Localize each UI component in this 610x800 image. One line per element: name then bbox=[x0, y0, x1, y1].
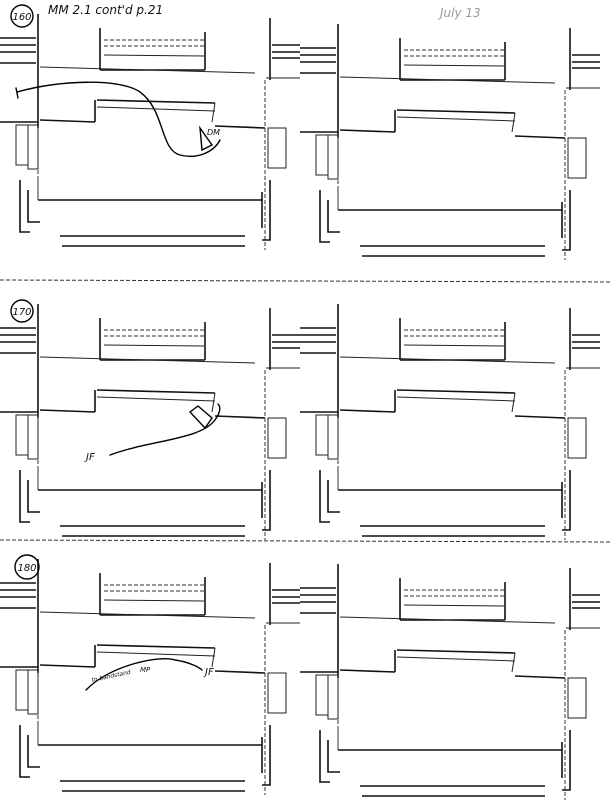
row-divider bbox=[0, 539, 610, 543]
actor-marker bbox=[199, 125, 214, 152]
actor-label: JF bbox=[84, 452, 95, 463]
stage-plan-panel-4 bbox=[299, 303, 601, 541]
panel-160-annotations: 160 MM 2.1 cont'd p.21 July 13 DM bbox=[10, 3, 481, 157]
panel-number: 160 bbox=[12, 12, 31, 23]
movement-path-dm bbox=[15, 81, 221, 157]
header-date: July 13 bbox=[438, 6, 481, 20]
panel-180-annotations: 180 MP JF to bandstand bbox=[14, 554, 214, 691]
stage-plan-panel-6 bbox=[299, 563, 601, 800]
stage-plan-panel-5 bbox=[0, 558, 301, 796]
panel-number: 180 bbox=[17, 563, 36, 574]
row-divider bbox=[0, 279, 610, 283]
actor-label-mp: MP bbox=[140, 666, 151, 674]
destination-label: to bandstand bbox=[91, 669, 132, 684]
stage-plan-panel-2 bbox=[299, 23, 601, 261]
stage-plan-panel-1 bbox=[0, 13, 301, 251]
panel-170-annotations: 170 JF bbox=[10, 299, 221, 463]
panel-number: 170 bbox=[12, 307, 31, 318]
actor-label: DM bbox=[207, 128, 220, 137]
movement-path-jf bbox=[85, 658, 203, 691]
movement-path-jf bbox=[109, 403, 221, 456]
actor-label-jf: JF bbox=[203, 667, 214, 678]
stage-plan-panel-3 bbox=[0, 303, 301, 541]
actor-marker bbox=[188, 405, 213, 430]
header-note: MM 2.1 cont'd p.21 bbox=[48, 3, 163, 17]
